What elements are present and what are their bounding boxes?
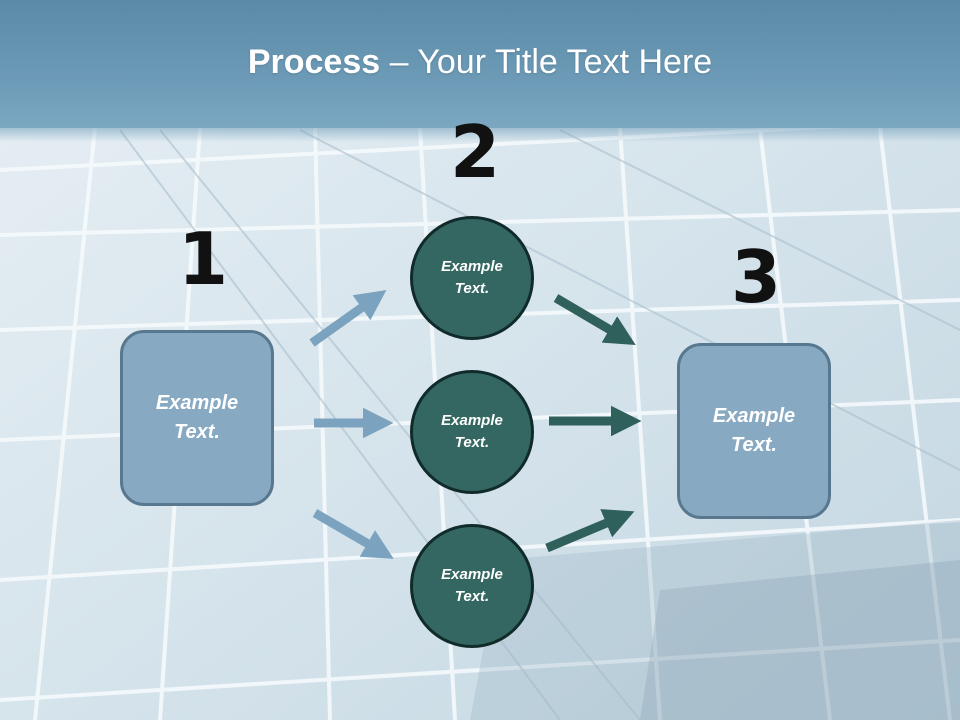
step-number-3: 3 <box>731 235 782 319</box>
page-title: Process – Your Title Text Here <box>248 43 712 82</box>
step-2-circle-bottom: Example Text. <box>410 524 534 648</box>
arrow-1-to-2-bottom <box>312 509 394 559</box>
step-2-circle-bottom-text: Example Text. <box>441 565 503 606</box>
arrow-2-to-3-top <box>553 294 636 345</box>
arrow-2-to-3-bottom <box>545 509 635 553</box>
step-2-circle-middle-text: Example Text. <box>441 411 503 452</box>
step-2-circle-middle: Example Text. <box>410 370 534 494</box>
arrow-1-to-2-top <box>309 290 387 347</box>
step-1-box: Example Text. <box>120 330 274 506</box>
step-2-circle-top-text: Example Text. <box>441 257 503 298</box>
step-1-box-text: Example Text. <box>155 392 239 443</box>
title-bold: Process <box>247 42 381 81</box>
step-2-circle-top: Example Text. <box>410 216 534 340</box>
step-3-box-text: Example Text. <box>712 405 796 456</box>
step-number-1: 1 <box>178 217 229 301</box>
title-rest: – Your Title Text Here <box>380 42 713 81</box>
title-bar: Process – Your Title Text Here <box>0 0 960 142</box>
step-number-2: 2 <box>450 110 501 194</box>
step-3-box: Example Text. <box>677 343 831 519</box>
